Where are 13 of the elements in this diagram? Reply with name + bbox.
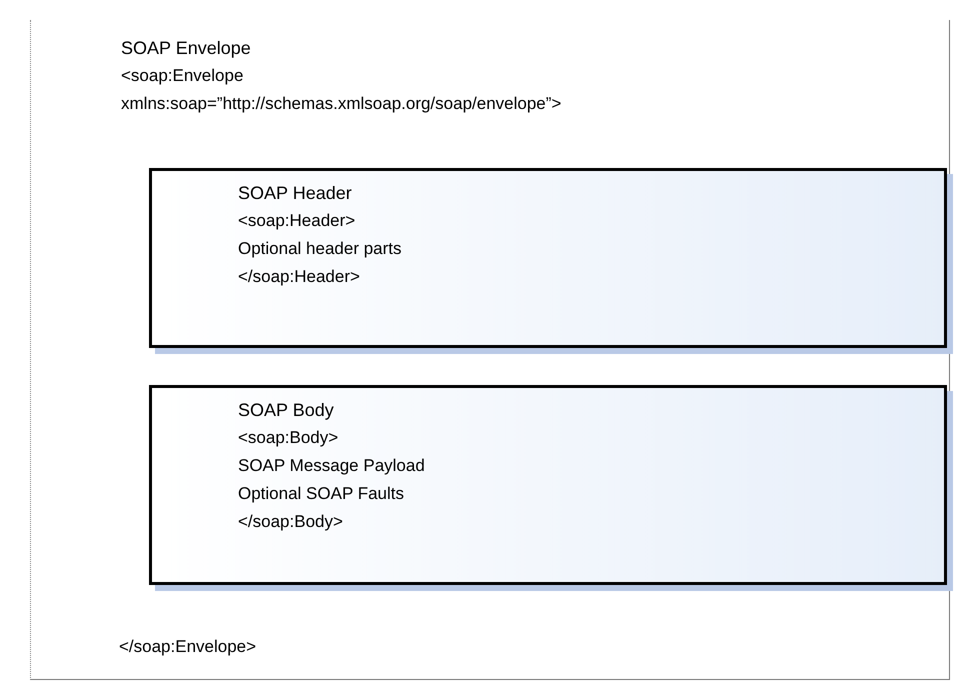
code-text: <soap:Envelope xmlns:soap=”http://schemas.xmlsoap.org/soap/envelope”> <box>121 65 562 115</box>
code-text: SOAP Message Payload <box>238 455 426 477</box>
code-text: <soap:Header> <box>238 210 356 232</box>
code-text: </soap:Envelope> <box>119 636 256 658</box>
section-title: SOAP Body <box>238 399 335 422</box>
envelope-frame <box>30 20 950 680</box>
section-title: SOAP Envelope <box>121 37 252 60</box>
code-text: Optional header parts <box>238 238 402 260</box>
code-text: <soap:Body> <box>238 427 340 449</box>
section-title: SOAP Header <box>238 182 353 205</box>
code-text: </soap:Body> <box>238 511 344 533</box>
code-text: Optional SOAP Faults <box>238 483 405 505</box>
code-text: </soap:Header> <box>238 266 361 288</box>
